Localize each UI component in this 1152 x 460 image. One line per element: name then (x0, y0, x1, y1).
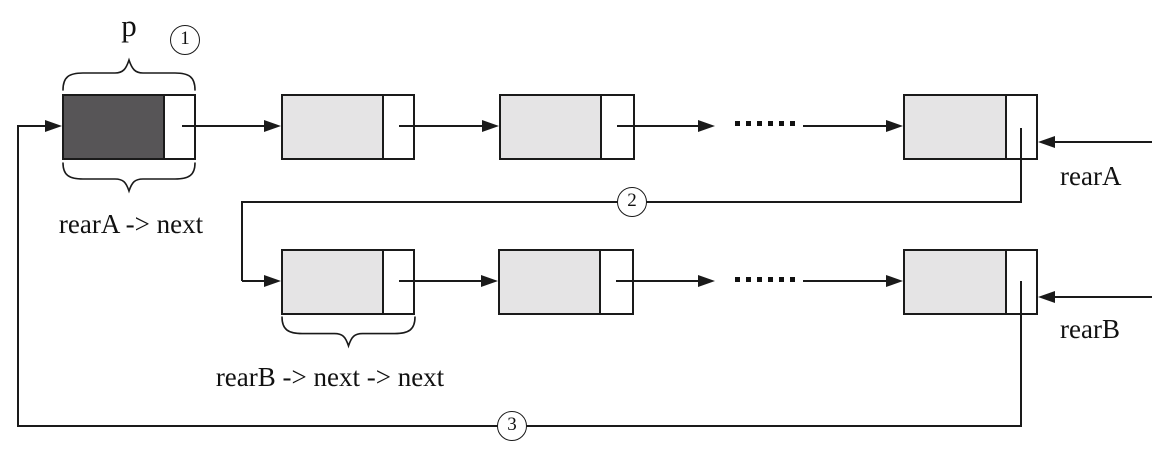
step-2-badge: 2 (617, 187, 647, 217)
ellipsis-a (735, 121, 795, 126)
label-rearB: rearB (1060, 314, 1120, 344)
node-a2-pointer (384, 96, 413, 158)
step3-tick-from-b-rear (1020, 281, 1022, 427)
arrowhead-a2-a3 (482, 120, 499, 132)
link-line-dots-brear (803, 280, 888, 282)
node-a3-pointer (602, 96, 633, 158)
step2-vertical-line (241, 201, 243, 281)
rearA-arrowhead (1038, 136, 1055, 148)
brace-p (62, 57, 196, 91)
arrowhead-a3-dots (698, 120, 715, 132)
rearB-arrowhead (1038, 291, 1055, 303)
node-a2 (281, 94, 415, 160)
node-a2-data (283, 96, 384, 158)
arrowhead-a1-a2 (264, 120, 281, 132)
node-b2-pointer (601, 251, 632, 313)
brace-rearA-next (62, 162, 196, 194)
node-a-rear-data (905, 96, 1007, 158)
arrowhead-dots-arear (886, 120, 903, 132)
link-line-step2-into-b1 (242, 280, 267, 282)
label-rearA-next: rearA -> next (58, 209, 204, 239)
link-line-b1-b2 (399, 280, 483, 282)
node-b2-data (500, 251, 601, 313)
arrowhead-dots-brear (886, 275, 903, 287)
arrowhead-into-a1 (45, 120, 62, 132)
rearB-arrow-line (1054, 296, 1152, 298)
label-p: p (121, 8, 137, 43)
arrowhead-b1-b2 (481, 275, 498, 287)
node-a1-data (64, 96, 165, 158)
step-1-badge: 1 (170, 25, 200, 55)
node-b1 (281, 249, 415, 315)
link-line-a2-a3 (399, 125, 484, 127)
node-b1-pointer (384, 251, 413, 313)
label-rearA: rearA (1060, 161, 1122, 191)
node-a-rear (903, 94, 1038, 160)
node-a3 (499, 94, 635, 160)
node-b1-data (283, 251, 384, 313)
ellipsis-b (735, 277, 795, 282)
step2-tick-from-a-rear (1020, 128, 1022, 203)
node-a3-data (501, 96, 602, 158)
node-a1 (62, 94, 196, 160)
rearA-arrow-line (1054, 141, 1152, 143)
link-line-dots-arear (803, 125, 888, 127)
node-b2 (498, 249, 634, 315)
link-line-loop-into-a1 (18, 125, 48, 127)
node-b-rear-data (905, 251, 1007, 313)
arrowhead-b2-dots (698, 275, 715, 287)
link-line-a1-a2 (182, 125, 266, 127)
step3-left-line (17, 125, 19, 427)
node-a1-pointer (165, 96, 194, 158)
brace-rearB-next-next (281, 316, 416, 349)
step-3-badge: 3 (497, 411, 527, 441)
node-b-rear (903, 249, 1038, 315)
label-rearB-next-next: rearB -> next -> next (215, 362, 445, 392)
link-line-a3-dots (617, 125, 700, 127)
arrowhead-into-b1 (264, 275, 281, 287)
link-line-b2-dots (616, 280, 700, 282)
